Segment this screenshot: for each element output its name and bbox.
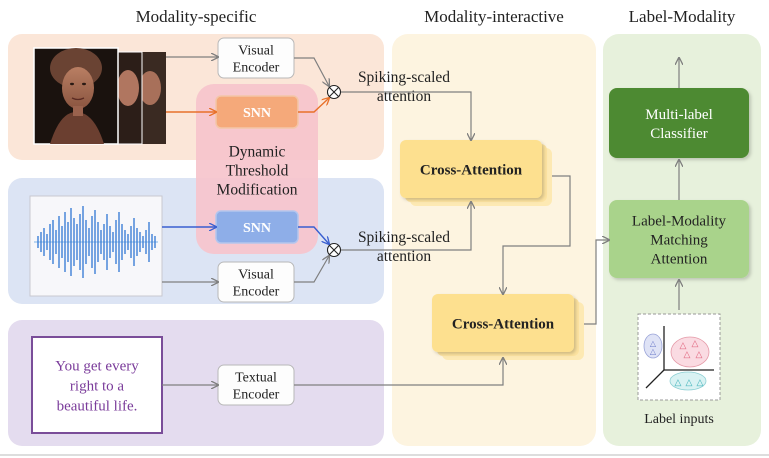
svg-text:△: △ (697, 377, 704, 387)
arrow-encoder-to-mult-top (294, 57, 329, 86)
arrow-cross-top-to-cross-bottom (503, 175, 571, 294)
snn-bottom-label: SNN (243, 221, 271, 236)
header-label-modality: Label-Modality (629, 7, 736, 26)
arrow-snn-to-mult-top (298, 98, 329, 113)
arrow-snn-to-mult-bottom (298, 226, 329, 244)
arrow-cross-bottom-to-lmma (584, 240, 609, 325)
label-inputs-image: △ △ △ △ △ △ △ △ △ (637, 313, 721, 401)
arrow-mult-bottom-to-cross (341, 202, 471, 251)
classifier-box (609, 88, 749, 158)
svg-text:△: △ (680, 340, 687, 350)
arrow-encoder-to-mult-bottom (294, 256, 329, 283)
quote-box (31, 336, 163, 434)
svg-text:△: △ (684, 349, 691, 359)
label-inputs-caption: Label inputs (644, 412, 714, 427)
cross-attention-top (400, 140, 552, 206)
header-modality-interactive: Modality-interactive (424, 7, 564, 26)
lmma-box (609, 200, 749, 278)
header-modality-specific: Modality-specific (136, 7, 257, 26)
audio-waveform-image (29, 195, 163, 297)
video-frames-image (33, 47, 166, 145)
svg-text:△: △ (696, 349, 703, 359)
multiply-node-bottom (326, 242, 342, 258)
cross-attention-top-label: Cross-Attention (420, 162, 523, 178)
snn-top-label: SNN (243, 106, 271, 121)
svg-text:△: △ (686, 377, 693, 387)
svg-text:△: △ (650, 339, 657, 348)
arrow-text-to-cross (294, 358, 503, 386)
svg-text:△: △ (692, 338, 699, 348)
multiply-node-top (326, 84, 342, 100)
svg-text:△: △ (650, 347, 657, 356)
cross-attention-bottom-label: Cross-Attention (452, 316, 555, 332)
svg-text:△: △ (675, 377, 682, 387)
cross-attention-bottom (432, 294, 584, 360)
arrow-mult-top-to-cross (341, 91, 471, 140)
